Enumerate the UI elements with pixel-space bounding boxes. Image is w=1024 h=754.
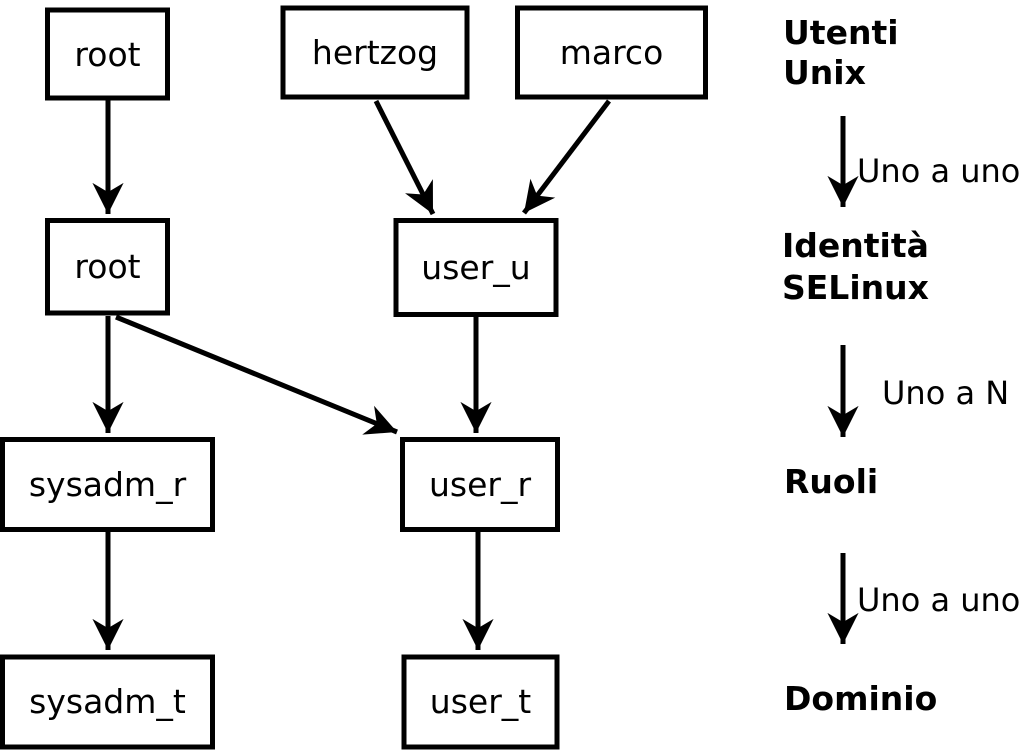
diagram-nodes: root hertzog marco root user_u sysadm_r … (0, 5, 708, 750)
arrow-hertzog-to-user-u (373, 99, 436, 216)
node-label-user-u: user_u (421, 248, 530, 287)
node-label-marco: marco (560, 33, 664, 72)
node-box-user-t (401, 654, 560, 750)
node-box-sysadm-t (0, 654, 215, 750)
legend-roles: Ruoli (784, 462, 878, 501)
node-label-hertzog: hertzog (312, 33, 438, 72)
arrow-root-selinux-to-user-r (115, 314, 398, 435)
node-box-marco (515, 5, 708, 100)
diagram-edges (92, 99, 611, 650)
legend-users-unix-line1: Utenti (783, 13, 899, 52)
node-box-user-u (393, 218, 559, 317)
node-label-user-r: user_r (429, 465, 531, 504)
legend-rel-uno-a-uno-1: Uno a uno (857, 152, 1020, 190)
node-box-hertzog (280, 5, 470, 100)
legend-users-unix-line2: Unix (783, 53, 866, 92)
node-box-user-r (400, 437, 560, 532)
legend-identity-selinux-line2: SELinux (782, 268, 929, 307)
node-label-root-selinux: root (74, 247, 140, 286)
node-label-root-unix: root (74, 35, 140, 74)
legend-rel-uno-a-uno-2: Uno a uno (857, 581, 1020, 619)
node-box-root-selinux (45, 218, 170, 316)
node-label-user-t: user_t (430, 682, 531, 721)
legend-domain: Dominio (784, 679, 937, 718)
node-box-sysadm-r (0, 437, 215, 532)
legend-column: Utenti Unix Uno a uno Identità SELinux U… (782, 13, 1020, 718)
legend-rel-uno-a-n: Uno a N (882, 374, 1009, 412)
node-box-root-unix (45, 7, 170, 101)
node-label-sysadm-t: sysadm_t (29, 682, 186, 721)
legend-identity-selinux-line1: Identità (782, 226, 929, 265)
arrow-marco-to-user-u (522, 99, 611, 215)
node-label-sysadm-r: sysadm_r (29, 465, 187, 504)
